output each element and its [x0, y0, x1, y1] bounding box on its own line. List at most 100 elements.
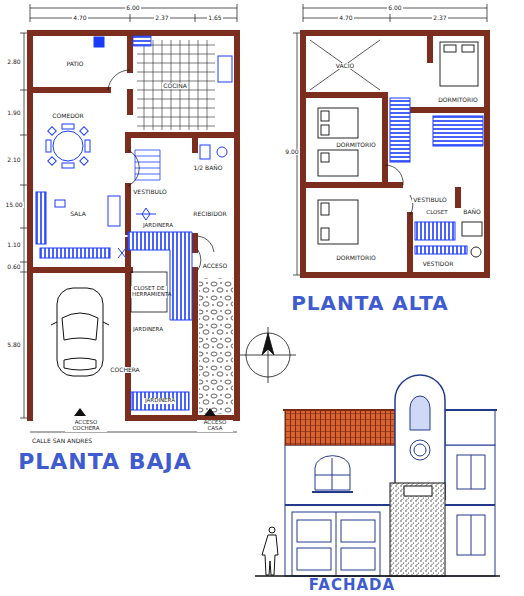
kitchen-tile: [133, 36, 151, 46]
room-label: BAÑO: [462, 209, 481, 215]
door-swing: [385, 165, 413, 215]
bed: [471, 247, 481, 257]
facade: [457, 515, 485, 555]
room-label: COCHERA: [109, 367, 140, 373]
wall: [412, 107, 487, 113]
stone-path: [199, 278, 233, 414]
facade: [410, 440, 430, 460]
wall: [407, 215, 413, 275]
car: [51, 288, 109, 376]
dimension-lines: [293, 33, 301, 34]
stair: [415, 246, 467, 254]
furniture: [48, 127, 56, 135]
furniture: [40, 248, 110, 258]
bed: [318, 150, 358, 176]
room-label: COCINA: [162, 83, 187, 89]
furniture: [108, 196, 120, 226]
dimension-lines: [20, 135, 28, 136]
furniture: [136, 208, 156, 220]
dimension: 1.10: [6, 242, 21, 248]
north-arrow: [240, 327, 296, 383]
furniture: [46, 140, 51, 152]
stair: [390, 98, 483, 254]
dimension: 0.60: [6, 264, 21, 270]
entry-arrow: [74, 408, 86, 416]
dimension-lines: [20, 272, 28, 273]
furniture: [48, 157, 56, 165]
bed: [440, 42, 478, 86]
wall: [125, 240, 131, 418]
door-swing: [108, 70, 130, 90]
wall: [303, 92, 385, 98]
dimension-lines: [20, 33, 28, 34]
dimension-lines: [20, 228, 28, 229]
planter: [131, 392, 189, 410]
door-swing: [385, 165, 403, 185]
tool-closet: [131, 272, 167, 312]
car: [64, 358, 96, 370]
furniture: [94, 37, 104, 47]
facade: [341, 520, 375, 542]
entry-arrow: [204, 408, 216, 416]
ground-line: [255, 575, 500, 577]
room-label: PATIO: [65, 61, 84, 67]
facade: [292, 512, 380, 576]
kitchen-tile: [137, 40, 215, 130]
wall: [192, 270, 198, 418]
human-figure: [262, 527, 278, 575]
room-label: ACCESO CASA: [197, 420, 233, 432]
room-label: JARDINERA: [132, 327, 164, 333]
furniture: [85, 140, 90, 152]
facade: [315, 456, 350, 490]
room-label: VESTIDOR: [422, 261, 455, 267]
wall: [30, 267, 130, 273]
dimension: 2.80: [6, 59, 21, 65]
void-mark: [310, 40, 380, 90]
plan-title: FACHADA: [308, 578, 396, 594]
dimension: 4.70: [338, 15, 353, 21]
car: [57, 288, 103, 376]
kitchen-tile: [133, 36, 232, 130]
dimension-lines: [20, 418, 28, 419]
stair: [390, 98, 410, 162]
facade: [395, 375, 445, 500]
wall: [192, 135, 198, 150]
wall: [303, 33, 487, 275]
dimension-lines: [487, 4, 488, 22]
room-label: JARDINERA: [142, 223, 174, 229]
room-label: 1/2 BAÑO: [193, 165, 224, 171]
room-label: COMEDOR: [51, 113, 84, 119]
bed: [462, 45, 474, 52]
facade: [390, 483, 445, 576]
bed: [321, 203, 329, 215]
room-label: ACCESO COCHERA: [65, 420, 107, 432]
dimension: 5.80: [6, 342, 21, 348]
dimension: 2.10: [6, 157, 21, 163]
wall: [303, 33, 487, 275]
dimension: 15.00: [4, 202, 23, 208]
bed: [444, 45, 456, 52]
wall: [382, 95, 388, 185]
dimension: 1.90: [6, 110, 21, 116]
room-label: JARDINERA: [144, 398, 176, 404]
dimension-lines: [130, 14, 131, 22]
furniture: [36, 192, 46, 244]
dimension-lines: [30, 4, 31, 22]
furniture: [55, 200, 65, 207]
bed: [321, 125, 329, 135]
stair: [433, 116, 483, 146]
facade: [471, 515, 472, 555]
furniture: [80, 127, 88, 135]
wall: [125, 135, 131, 150]
entry-arrow: [74, 408, 216, 416]
stone-path: [199, 278, 233, 414]
bed: [318, 42, 482, 257]
tool-closet: [131, 272, 167, 312]
furniture: [36, 37, 227, 258]
dimension-lines: [390, 14, 391, 22]
facade: [445, 410, 495, 445]
stair: [415, 222, 455, 240]
furniture: [62, 163, 74, 168]
door-swing: [198, 250, 201, 270]
